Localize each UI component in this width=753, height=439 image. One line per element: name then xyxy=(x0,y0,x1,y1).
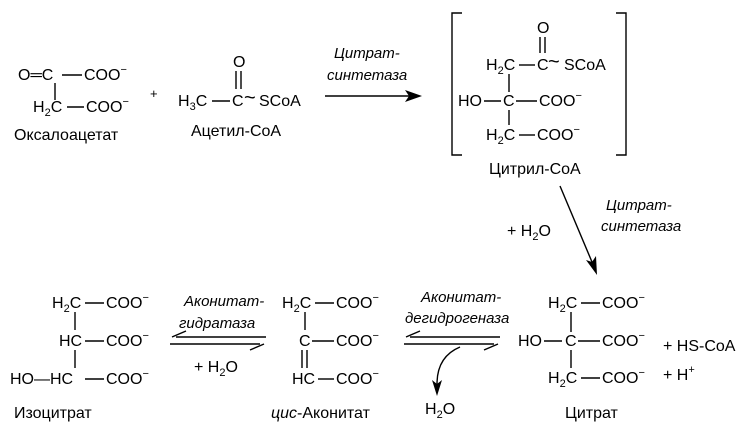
enzyme-3-line-1: Аконитат- xyxy=(420,289,501,306)
oxaloacetate-coo-2: COO− xyxy=(86,96,129,116)
isocitrate-coo-1: COO− xyxy=(106,292,149,312)
isocitrate: H2C COO− HC COO− HO—HC COO− Изоцитрат xyxy=(10,292,149,422)
aconitate-coo-1: COO− xyxy=(336,292,379,312)
oxaloacetate-coo-1: COO− xyxy=(84,64,127,84)
reaction-arrow-3: Аконитат- дегидрогеназа H2O xyxy=(404,289,509,421)
oxaloacetate: O═C COO− H2C COO− Оксалоацетат xyxy=(14,64,129,144)
water-out-arrow-head xyxy=(432,380,442,396)
proton-product: + H+ xyxy=(663,364,695,384)
enzyme-2-line-2: синтетаза xyxy=(601,218,681,235)
citrate-c-mid: C xyxy=(565,333,577,350)
isocitrate-ho-hc: HO—HC xyxy=(10,371,73,388)
cis-aconitate-name: цис-Аконитат xyxy=(271,405,371,422)
citryl-c-top: C xyxy=(537,57,549,74)
oxaloacetate-h2c: H2C xyxy=(33,99,62,119)
citryl-tilde: ~ xyxy=(548,51,560,73)
reaction-arrow-1: Цитрат- синтетаза xyxy=(325,45,422,102)
citryl-coo-mid: COO− xyxy=(539,90,582,110)
citrate-coo-2: COO− xyxy=(602,330,645,350)
acetyl-c: C xyxy=(232,93,244,110)
aconitate-h2c: H2C xyxy=(282,295,311,315)
citryl-o: O xyxy=(537,20,549,37)
isocitrate-hc: HC xyxy=(59,333,82,350)
half-head xyxy=(405,330,421,338)
citryl-coo-bottom: COO− xyxy=(537,124,580,144)
aconitate-c: C xyxy=(299,333,311,350)
enzyme-1-line-1: Цитрат- xyxy=(334,45,400,62)
right-bracket xyxy=(616,12,627,156)
reaction-arrow-4: Аконитат- гидратаза + H2O xyxy=(170,293,266,379)
aconitate-hc: HC xyxy=(292,371,315,388)
aconitate-coo-3: COO− xyxy=(336,368,379,388)
half-head xyxy=(249,343,265,351)
oxaloacetate-o-eq-c: O═C xyxy=(18,67,53,84)
citrate-h2c: H2C xyxy=(548,295,577,315)
citryl-coa: O H2C C ~ SCoA HO C COO− H2C COO− Цитрил… xyxy=(451,12,627,178)
hs-coa-product: + HS-CoA xyxy=(663,338,736,355)
arrow-head xyxy=(405,90,422,102)
water-4: + H2O xyxy=(194,359,238,379)
citrate-name: Цитрат xyxy=(565,405,619,422)
acetyl-scoa: SCoA xyxy=(259,93,301,110)
citryl-ho: HO xyxy=(458,93,482,110)
arrow-shaft xyxy=(559,185,593,263)
citryl-coa-name: Цитрил-CoA xyxy=(489,161,581,178)
citryl-scoa: SCoA xyxy=(564,57,606,74)
water-out-arrow xyxy=(436,346,461,385)
enzyme-1-line-2: синтетаза xyxy=(327,67,407,84)
water-in: + H2O xyxy=(507,223,551,243)
half-head xyxy=(171,330,187,338)
enzyme-4-line-1: Аконитат- xyxy=(183,293,264,310)
citrate-h2c-bottom: H2C xyxy=(548,370,577,390)
enzyme-4-line-2: гидратаза xyxy=(179,315,255,332)
reaction-arrow-2: Цитрат- синтетаза + H2O xyxy=(507,185,681,275)
acetyl-coa-name: Ацетил-CoA xyxy=(191,123,281,140)
oxaloacetate-name: Оксалоацетат xyxy=(14,127,119,144)
half-head xyxy=(483,343,499,351)
enzyme-3-line-2: дегидрогеназа xyxy=(405,310,509,327)
isocitrate-coo-3: COO− xyxy=(106,368,149,388)
acetyl-coa: O H3C C ~ SCoA Ацетил-CoA xyxy=(178,54,301,140)
citrate-coo-3: COO− xyxy=(602,367,645,387)
citryl-c-mid: C xyxy=(503,93,515,110)
acetyl-tilde: ~ xyxy=(244,87,256,109)
citryl-h2c: H2C xyxy=(486,57,515,77)
aconitate-coo-2: COO− xyxy=(336,330,379,350)
citrate-coo-1: COO− xyxy=(602,292,645,312)
acetyl-h3c: H3C xyxy=(178,93,207,113)
enzyme-2-line-1: Цитрат- xyxy=(606,197,672,214)
arrow-head xyxy=(586,256,597,275)
citrate-ho: HO xyxy=(518,333,542,350)
water-out: H2O xyxy=(425,401,455,421)
citrate: H2C COO− HO C COO− H2C COO− Цитрат xyxy=(518,292,645,422)
isocitrate-h2c: H2C xyxy=(52,295,81,315)
acetyl-o: O xyxy=(233,54,245,71)
citrate-products: + HS-CoA + H+ xyxy=(663,338,736,384)
plus-sign: + xyxy=(150,86,158,101)
isocitrate-name: Изоцитрат xyxy=(14,405,92,422)
isocitrate-coo-2: COO− xyxy=(106,330,149,350)
cis-aconitate: H2C COO− C COO− HC COO− цис-Аконитат xyxy=(271,292,379,422)
left-bracket xyxy=(451,12,462,156)
citryl-h2c-bottom: H2C xyxy=(486,127,515,147)
